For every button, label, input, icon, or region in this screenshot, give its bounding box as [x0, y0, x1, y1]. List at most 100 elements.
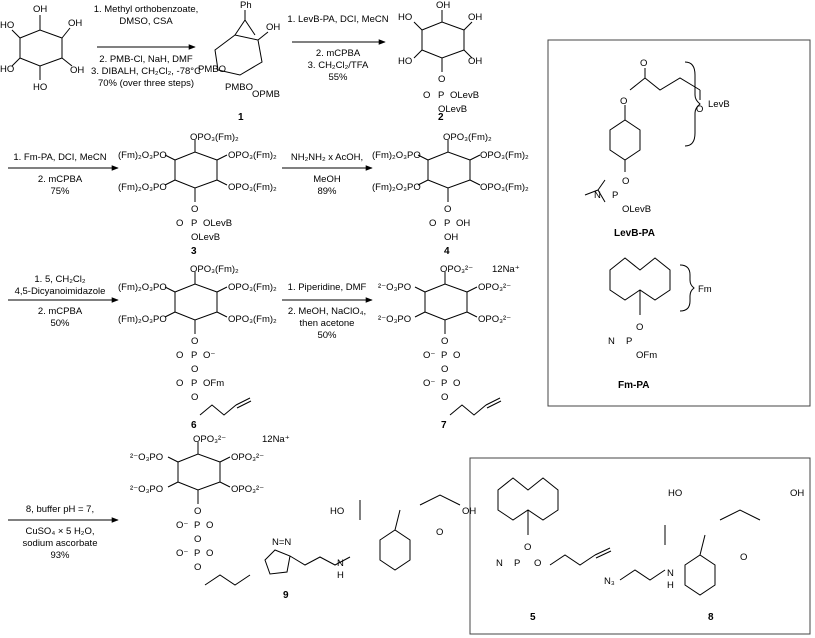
- o-label: O: [206, 520, 213, 531]
- compound-number-4: 4: [444, 246, 450, 257]
- step5-line4: 50%: [50, 318, 70, 329]
- o-label: O: [176, 218, 183, 229]
- compound-2-structure: OH OH OH HO HO O P O OLevB OLevB: [398, 0, 482, 115]
- opo3-label: OPO₃²⁻: [478, 314, 511, 325]
- compound-7-structure: OPO₃²⁻ OPO₃²⁻ OPO₃²⁻ ²⁻O₃PO ²⁻O₃PO 12Na⁺…: [378, 264, 520, 416]
- p-label: P: [441, 350, 447, 361]
- p-label: P: [514, 558, 520, 569]
- nh-label: N: [667, 568, 674, 579]
- oh-label: OH: [456, 218, 470, 229]
- opo3-label: OPO₃²⁻: [193, 434, 226, 445]
- o-label: O: [534, 558, 541, 569]
- opo3fm2-label: OPO₃(Fm)₂: [480, 182, 529, 193]
- fm2o3po-label: (Fm)₂O₃PO: [118, 282, 167, 293]
- p-label: P: [191, 218, 197, 229]
- ho-label: HO: [398, 12, 412, 23]
- o-label: O: [441, 364, 448, 375]
- opo3fm2-label: OPO₃(Fm)₂: [190, 132, 239, 143]
- p-label: P: [438, 90, 444, 101]
- oh-label: OH: [790, 488, 804, 499]
- o3po-label: ²⁻O₃PO: [130, 484, 163, 495]
- oh-label: OH: [68, 18, 82, 29]
- ho-label: HO: [668, 488, 682, 499]
- oh-label: OH: [462, 506, 476, 517]
- step1-line2: DMSO, CSA: [119, 16, 173, 27]
- p-label: P: [626, 336, 632, 347]
- pmbo-label: PMBO: [225, 82, 253, 93]
- n-label: N: [496, 558, 503, 569]
- reagent-box: [547, 39, 811, 407]
- step7-line3: sodium ascorbate: [23, 538, 98, 549]
- o-label: O: [191, 336, 198, 347]
- oh-label: OH: [444, 232, 458, 243]
- step6-line4: 50%: [317, 330, 337, 341]
- fm2o3po-label: (Fm)₂O₃PO: [118, 314, 167, 325]
- oh-label: OH: [436, 0, 450, 11]
- p-label: P: [194, 520, 200, 531]
- o-label: O: [191, 364, 198, 375]
- step7-line4: 93%: [50, 550, 70, 561]
- ofm-label: OFm: [636, 350, 657, 361]
- ho-label: HO: [330, 506, 344, 517]
- p-label: P: [441, 378, 447, 389]
- o-label: O: [441, 336, 448, 347]
- pmbo-label: PMBO: [198, 64, 226, 75]
- n3-label: N₃: [604, 576, 615, 587]
- ominus-label: O⁻: [423, 350, 435, 361]
- p-label: P: [444, 218, 450, 229]
- p-label: P: [191, 350, 197, 361]
- olevb-label: OLevB: [203, 218, 232, 229]
- o-label: O: [176, 350, 183, 361]
- compound-5-structure: O P N O: [496, 477, 612, 569]
- o-label: O: [194, 506, 201, 517]
- opo3fm2-label: OPO₃(Fm)₂: [480, 150, 529, 161]
- opo3fm2-label: OPO₃(Fm)₂: [228, 150, 277, 161]
- reagents-5-8-box: [469, 457, 811, 635]
- opo3fm2-label: OPO₃(Fm)₂: [228, 182, 277, 193]
- step7-line2: CuSO₄ × 5 H₂O,: [25, 526, 94, 537]
- o-label: O: [436, 527, 443, 538]
- step1-line4: 3. DIBALH, CH₂Cl₂, -78°C: [91, 66, 201, 77]
- opo3fm2-label: OPO₃(Fm)₂: [190, 264, 239, 275]
- p-label: P: [194, 548, 200, 559]
- oh-label: OH: [70, 65, 84, 76]
- nh-label: N: [337, 558, 344, 569]
- ominus-label: O⁻: [203, 350, 215, 361]
- ominus-label: O⁻: [176, 548, 188, 559]
- compound-number-9: 9: [283, 590, 289, 601]
- olevb-label: OLevB: [450, 90, 479, 101]
- oh-label: HO: [33, 82, 47, 93]
- o-label: O: [620, 96, 627, 107]
- h-label: H: [337, 570, 344, 581]
- opo3-label: OPO₃²⁻: [478, 282, 511, 293]
- compound-number-2: 2: [438, 112, 444, 123]
- opmb-label: OPMB: [252, 89, 280, 100]
- ominus-label: O⁻: [176, 520, 188, 531]
- o-label: O: [438, 74, 445, 85]
- step5-line1: 1. 5, CH₂Cl₂: [34, 274, 86, 285]
- compound-3-structure: OPO₃(Fm)₂ OPO₃(Fm)₂ OPO₃(Fm)₂ (Fm)₂O₃PO …: [118, 132, 277, 243]
- ph-label: Ph: [240, 0, 252, 11]
- o-label: O: [640, 58, 647, 69]
- fm2o3po-label: (Fm)₂O₃PO: [118, 150, 167, 161]
- olevb-label: OLevB: [622, 204, 651, 215]
- opo3fm2-label: OPO₃(Fm)₂: [228, 314, 277, 325]
- n-label: N: [608, 336, 615, 347]
- o3po-label: ²⁻O₃PO: [130, 452, 163, 463]
- compound-9-structure: OPO₃²⁻ OPO₃²⁻ OPO₃²⁻ ²⁻O₃PO ²⁻O₃PO 12Na⁺…: [130, 434, 476, 586]
- compound-number-5: 5: [530, 612, 536, 623]
- step5-line3: 2. mCPBA: [38, 306, 83, 317]
- step3-line2: 2. mCPBA: [38, 174, 83, 185]
- step3-line1: 1. Fm-PA, DCI, MeCN: [13, 152, 106, 163]
- compound-number-7: 7: [441, 420, 447, 431]
- triazole-label: N=N: [272, 537, 291, 548]
- compound-8-structure: N₃ N H HO OH O: [604, 488, 804, 596]
- levb-brace-label: LevB: [708, 99, 730, 110]
- opo3fm2-label: OPO₃(Fm)₂: [228, 282, 277, 293]
- step6-line2: 2. MeOH, NaClO₄,: [288, 306, 366, 317]
- o-label: O: [636, 322, 643, 333]
- o-label: O: [622, 176, 629, 187]
- ho-label: HO: [0, 64, 14, 75]
- compound-number-6: 6: [191, 420, 197, 431]
